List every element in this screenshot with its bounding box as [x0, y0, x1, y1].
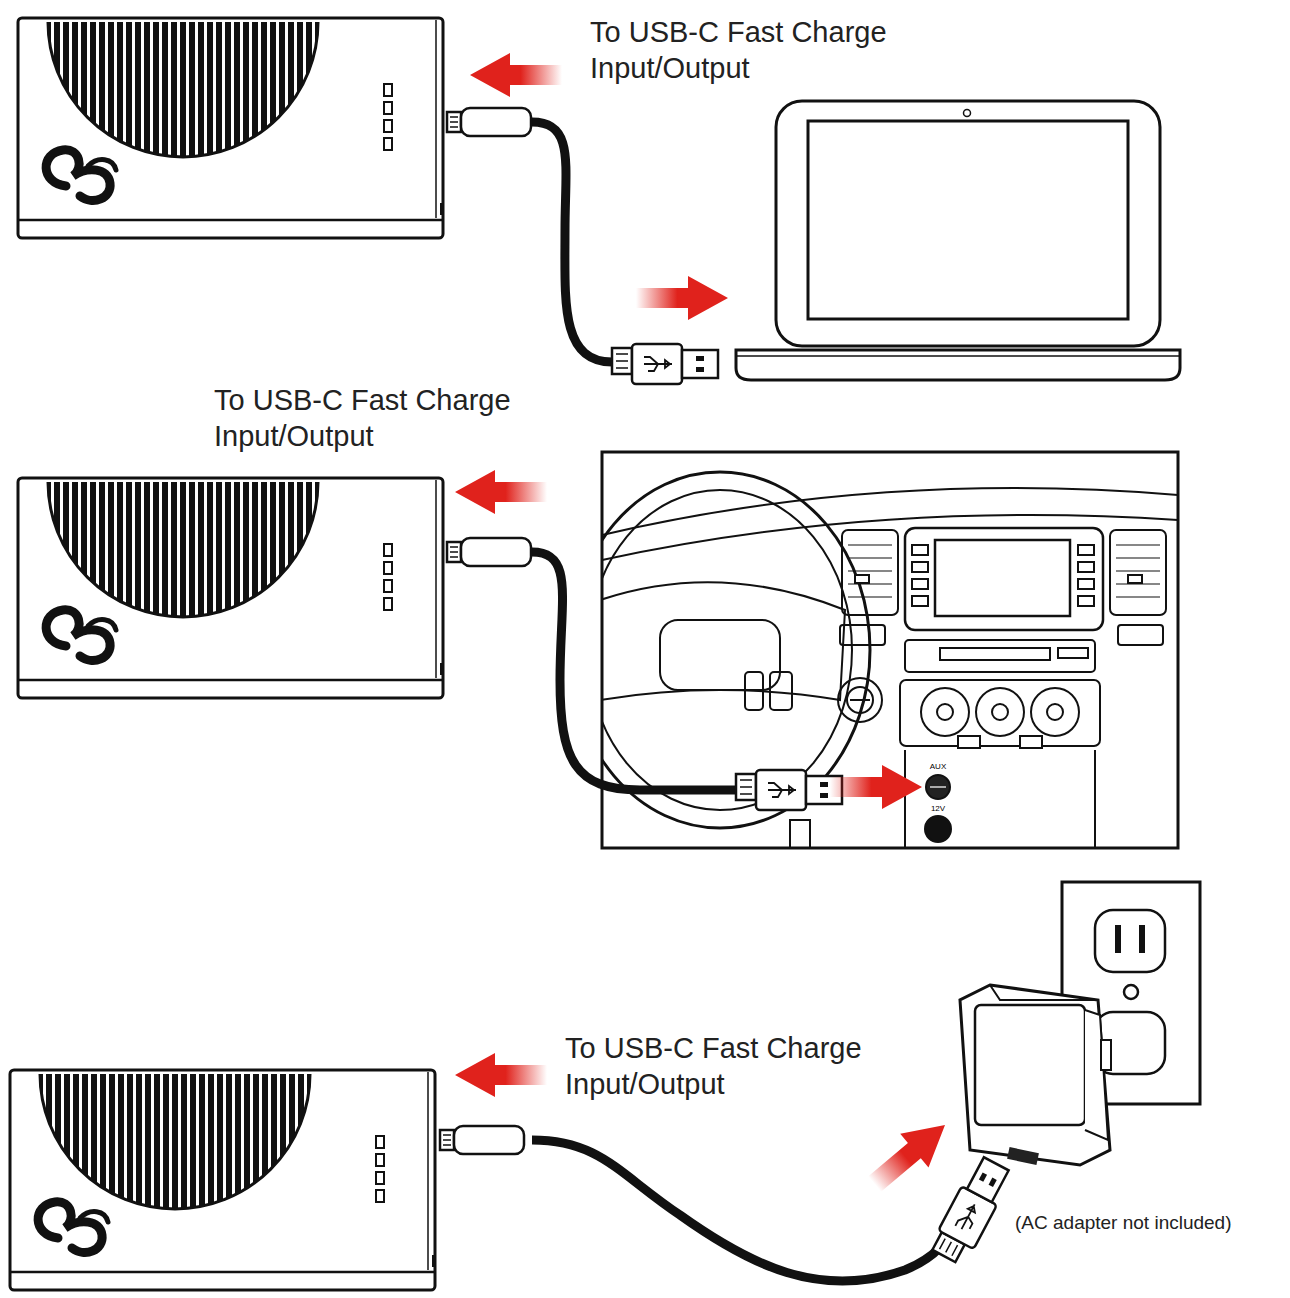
note: (AC adapter not included) [1015, 1211, 1285, 1235]
socket-label: 12V [926, 804, 950, 814]
ac-adapter [960, 985, 1111, 1165]
usb-cable [532, 122, 612, 362]
usb-c-plug [447, 538, 531, 566]
port-label: To USB-C Fast Charge Input/Output [565, 1030, 915, 1103]
usb-a-plug [612, 344, 718, 384]
socket-label: AUX [926, 762, 950, 772]
power-bank [18, 478, 444, 698]
port-label: To USB-C Fast Charge Input/Output [214, 382, 564, 455]
usb-c-plug [447, 108, 531, 136]
laptop [736, 101, 1180, 380]
usb-cable [532, 552, 740, 790]
red-arrow [455, 470, 547, 514]
power-bank [10, 1070, 436, 1290]
usb-a-plug [929, 1154, 1014, 1266]
usb-c-plug [440, 1126, 524, 1154]
red-arrow [470, 53, 562, 97]
red-arrow [636, 276, 728, 320]
red-arrow [830, 765, 922, 809]
red-arrow [455, 1053, 547, 1097]
power-bank [18, 18, 444, 238]
red-arrow [860, 1108, 959, 1201]
usb-a-plug [736, 770, 842, 810]
port-label: To USB-C Fast Charge Input/Output [590, 14, 940, 87]
